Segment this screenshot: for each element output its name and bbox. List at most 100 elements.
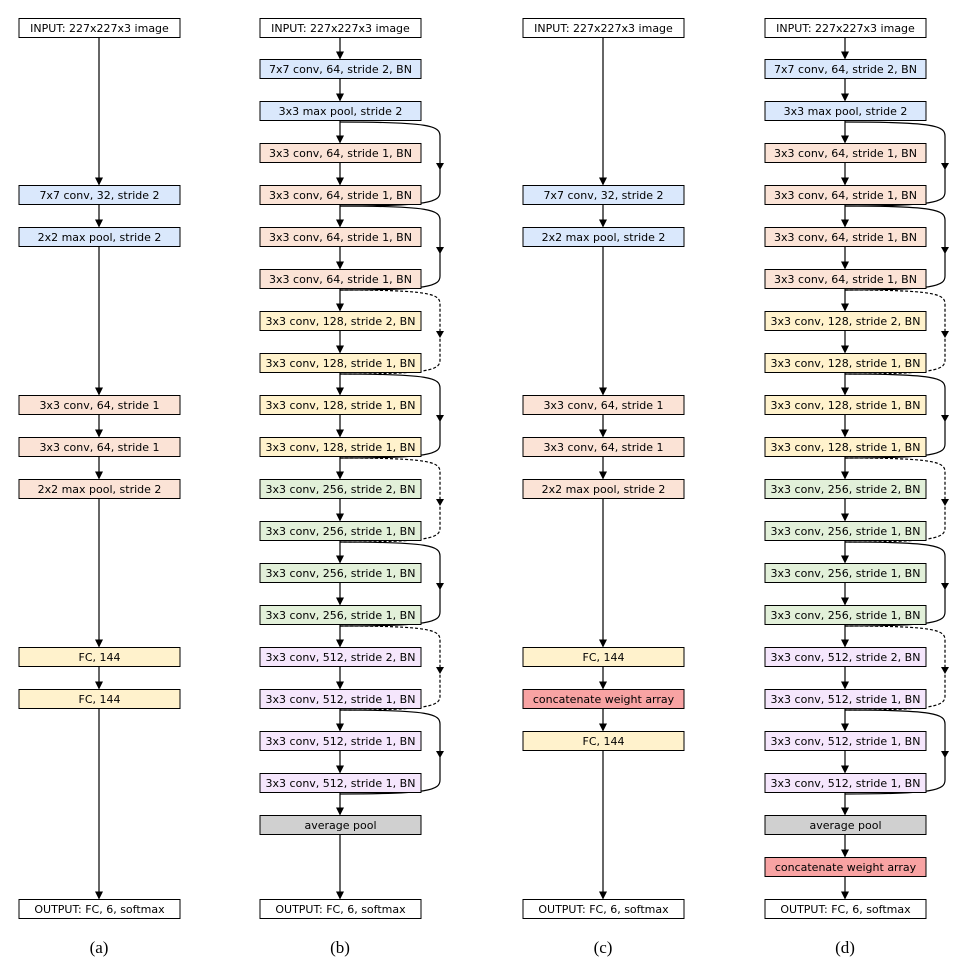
layer-block-label: 3x3 conv, 128, stride 2, BN <box>771 315 921 328</box>
layer-block-box <box>764 395 927 415</box>
layer-block: concatenate weight array <box>522 689 685 709</box>
layer-block-label: 3x3 conv, 512, stride 1, BN <box>771 735 921 748</box>
shortcut-arrowhead <box>436 331 444 338</box>
layer-block-box <box>764 59 927 79</box>
layer-block-label: 3x3 conv, 256, stride 1, BN <box>771 567 921 580</box>
layer-block: OUTPUT: FC, 6, softmax <box>259 899 422 919</box>
layer-block-box <box>259 59 422 79</box>
layer-block-box <box>522 18 685 38</box>
layer-block-label: 3x3 conv, 64, stride 1, BN <box>269 147 412 160</box>
layer-block: 3x3 conv, 512, stride 2, BN <box>764 647 927 667</box>
layer-block: 3x3 conv, 256, stride 1, BN <box>259 605 422 625</box>
layer-block-label: 3x3 conv, 64, stride 1, BN <box>269 273 412 286</box>
layer-block-box <box>259 479 422 499</box>
layer-block-label: 3x3 conv, 512, stride 1, BN <box>771 777 921 790</box>
layer-block-box <box>522 689 685 709</box>
layer-block-label: 2x2 max pool, stride 2 <box>542 231 666 244</box>
layer-block-box <box>259 227 422 247</box>
layer-block: 7x7 conv, 64, stride 2, BN <box>259 59 422 79</box>
layer-block-label: INPUT: 227x227x3 image <box>534 22 673 35</box>
layer-block-label: FC, 144 <box>79 651 121 664</box>
layer-block-label: 3x3 conv, 64, stride 1, BN <box>774 273 917 286</box>
layer-block-label: 3x3 conv, 64, stride 1 <box>39 441 159 454</box>
layer-block-label: 3x3 conv, 512, stride 1, BN <box>266 735 416 748</box>
layer-block-label: 3x3 conv, 128, stride 1, BN <box>266 441 416 454</box>
layer-block-label: 3x3 conv, 64, stride 1 <box>39 399 159 412</box>
caption-a: (a) <box>89 938 109 957</box>
layer-block-box <box>259 437 422 457</box>
layer-block: OUTPUT: FC, 6, softmax <box>18 899 181 919</box>
layer-block-box <box>259 899 422 919</box>
layer-block-label: 2x2 max pool, stride 2 <box>38 231 162 244</box>
layer-block: concatenate weight array <box>764 857 927 877</box>
layer-block: 3x3 conv, 256, stride 2, BN <box>764 479 927 499</box>
layer-block-box <box>764 269 927 289</box>
layer-block-box <box>522 395 685 415</box>
layer-block-box <box>259 101 422 121</box>
layer-block: 3x3 conv, 512, stride 1, BN <box>259 731 422 751</box>
caption-c: (c) <box>593 938 613 957</box>
layer-block-label: 3x3 conv, 64, stride 1, BN <box>269 231 412 244</box>
layer-block-box <box>18 899 181 919</box>
layer-block-box <box>522 479 685 499</box>
layer-block-label: 3x3 conv, 256, stride 1, BN <box>266 567 416 580</box>
layer-block-box <box>764 101 927 121</box>
layer-block-box <box>259 647 422 667</box>
layer-block-box <box>764 479 927 499</box>
layer-block-box <box>259 563 422 583</box>
layer-block-label: 3x3 conv, 256, stride 1, BN <box>266 525 416 538</box>
layer-block-label: 3x3 conv, 64, stride 1 <box>543 399 663 412</box>
layer-block-box <box>259 815 422 835</box>
layer-block-label: 7x7 conv, 64, stride 2, BN <box>774 63 917 76</box>
layer-block: FC, 144 <box>522 731 685 751</box>
layer-block-label: 3x3 conv, 512, stride 2, BN <box>266 651 416 664</box>
layer-block-label: OUTPUT: FC, 6, softmax <box>275 903 406 916</box>
layer-block: 3x3 conv, 64, stride 1, BN <box>764 227 927 247</box>
layer-block: 3x3 conv, 128, stride 1, BN <box>259 437 422 457</box>
layer-block: 3x3 conv, 128, stride 1, BN <box>259 353 422 373</box>
layer-block-box <box>18 395 181 415</box>
layer-block-label: average pool <box>304 819 376 832</box>
layer-block: average pool <box>764 815 927 835</box>
shortcut-arrowhead <box>941 583 949 590</box>
layer-block-label: 3x3 conv, 64, stride 1, BN <box>269 189 412 202</box>
layer-block-box <box>522 185 685 205</box>
layer-block-label: 2x2 max pool, stride 2 <box>38 483 162 496</box>
layer-block-label: 3x3 conv, 256, stride 1, BN <box>266 609 416 622</box>
layer-block-box <box>764 563 927 583</box>
layer-block: 3x3 conv, 64, stride 1, BN <box>259 185 422 205</box>
layer-block-box <box>259 731 422 751</box>
layer-block: 3x3 conv, 256, stride 1, BN <box>764 521 927 541</box>
layer-block-box <box>764 521 927 541</box>
layer-block-box <box>18 18 181 38</box>
layer-block-box <box>259 269 422 289</box>
layer-block: 3x3 conv, 64, stride 1, BN <box>259 227 422 247</box>
layer-block-label: 3x3 conv, 128, stride 1, BN <box>771 399 921 412</box>
layer-block-box <box>259 143 422 163</box>
shortcut-arrowhead <box>941 331 949 338</box>
layer-block: 3x3 conv, 64, stride 1 <box>18 437 181 457</box>
layer-block-label: INPUT: 227x227x3 image <box>776 22 915 35</box>
layer-block-box <box>764 437 927 457</box>
layer-block-label: INPUT: 227x227x3 image <box>30 22 169 35</box>
layer-block-box <box>764 227 927 247</box>
layer-block-label: 3x3 conv, 256, stride 2, BN <box>771 483 921 496</box>
layer-block: 3x3 conv, 256, stride 1, BN <box>764 605 927 625</box>
shortcut-arrowhead <box>941 667 949 674</box>
layer-block: 3x3 max pool, stride 2 <box>764 101 927 121</box>
layer-block-label: 3x3 conv, 512, stride 1, BN <box>266 693 416 706</box>
layer-block: 2x2 max pool, stride 2 <box>522 479 685 499</box>
layer-block: 3x3 conv, 256, stride 1, BN <box>764 563 927 583</box>
layer-block: 3x3 conv, 256, stride 2, BN <box>259 479 422 499</box>
layer-block-box <box>764 857 927 877</box>
layer-block-box <box>764 18 927 38</box>
layer-block-box <box>522 647 685 667</box>
layer-block: INPUT: 227x227x3 image <box>259 18 422 38</box>
layer-block-label: concatenate weight array <box>533 693 675 706</box>
layer-block-box <box>259 185 422 205</box>
layer-block-label: 7x7 conv, 32, stride 2 <box>39 189 159 202</box>
layer-block-label: 3x3 conv, 64, stride 1, BN <box>774 189 917 202</box>
layer-block: 3x3 conv, 64, stride 1, BN <box>764 185 927 205</box>
layer-block: 2x2 max pool, stride 2 <box>18 479 181 499</box>
